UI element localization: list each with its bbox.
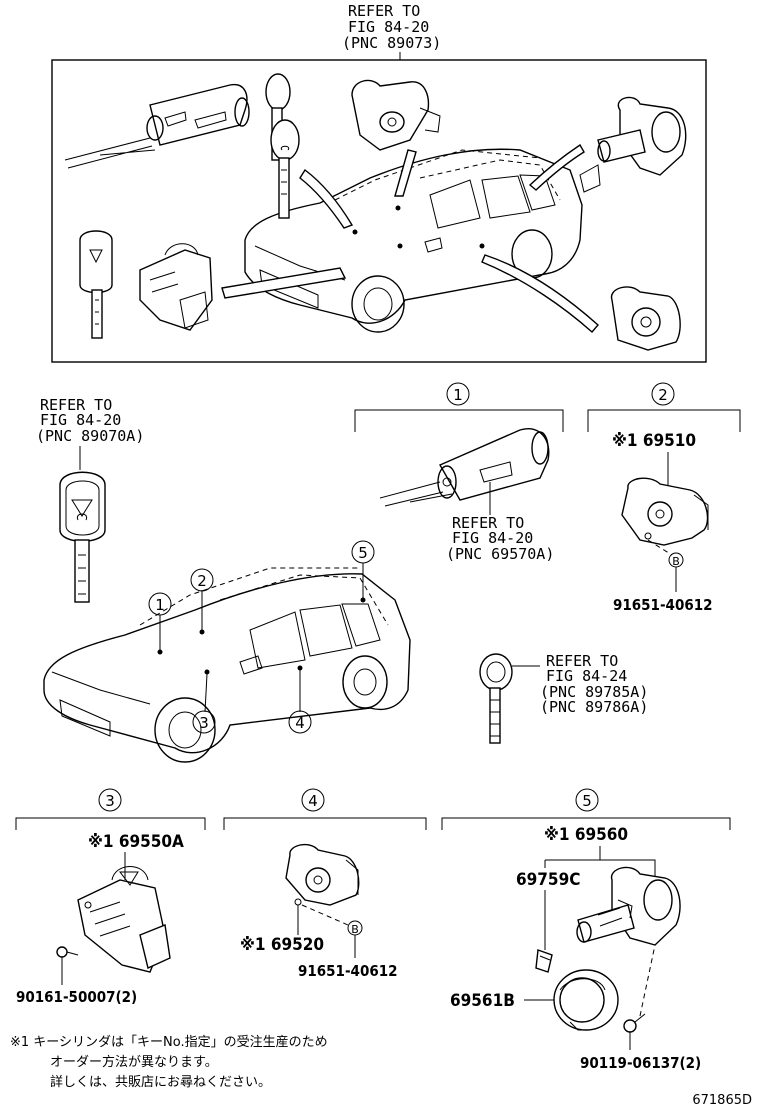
- clip-69759c: [535, 949, 553, 973]
- screw-90161: [56, 946, 79, 958]
- part-69560: ※1 69560: [544, 825, 628, 845]
- ref-top-line1: REFER TO: [348, 2, 420, 20]
- b-leader-4: [301, 904, 349, 926]
- ref-key-right-line4: (PNC 89786A): [540, 698, 648, 716]
- screw-90119: [623, 1013, 646, 1033]
- part-91651-a: 91651-40612: [613, 596, 713, 614]
- group-3-circle: [98, 788, 122, 812]
- part-69510: ※1 69510: [612, 431, 696, 451]
- group-3-backdoor-lock: [77, 866, 171, 973]
- ref-key-left-line1: REFER TO: [40, 396, 112, 414]
- smart-key-illustration: [59, 471, 106, 603]
- center-car-illustration: [43, 563, 411, 763]
- footnote-line1: ※1 キーシリンダは「キーNo.指定」の受注生産のため: [10, 1034, 328, 1050]
- ref-key-right-line2: FIG 84-24: [546, 667, 627, 685]
- ref-cyl1-line3: (PNC 69570A): [446, 545, 554, 563]
- car-callout-3-text: 3: [199, 714, 209, 732]
- group-1-bracket: [354, 409, 564, 432]
- circle-b-4-text: B: [351, 923, 359, 936]
- footnote: ※1 キーシリンダは「キーNo.指定」の受注生産のため オーダー方法が異なります…: [10, 1034, 328, 1090]
- group-5: 5: [441, 788, 731, 830]
- car-callout-4: 4: [288, 710, 312, 734]
- footnote-line3: 詳しくは、共販店にお尋ねください。: [50, 1074, 271, 1090]
- car-callout-1-text: 1: [155, 596, 165, 614]
- group-4-bracket: [223, 817, 427, 830]
- top-ignition-cylinder: [64, 83, 250, 169]
- group-3-number: 3: [105, 792, 115, 810]
- ref-cyl1-line1: REFER TO: [452, 514, 524, 532]
- group-1: 1: [354, 382, 564, 432]
- master-key-illustration: [479, 653, 513, 744]
- b-leader-2: [647, 539, 673, 556]
- group-3-bracket: [15, 817, 206, 830]
- group-5-bracket: [441, 817, 731, 830]
- p69560-leader: [544, 846, 656, 880]
- ref-key-left-line3: (PNC 89070A): [36, 427, 144, 445]
- car-callout-2-text: 2: [197, 572, 207, 590]
- group-2-door-cylinder: [621, 477, 709, 546]
- part-69520: ※1 69520: [240, 935, 324, 955]
- group-1-number: 1: [453, 386, 463, 404]
- footnote-line2: オーダー方法が異なります。: [50, 1054, 218, 1070]
- ref-top-line3: (PNC 89073): [342, 34, 441, 52]
- group-2-bracket: [587, 409, 741, 432]
- car-callout-1: 1: [148, 592, 172, 616]
- top-car-illustration: [221, 144, 599, 333]
- group-4-circle: [301, 788, 325, 812]
- car-callout-3: 3: [192, 710, 216, 734]
- top-key-pair: [265, 73, 300, 219]
- group-4: 4: [223, 788, 427, 830]
- group-5-circle: [575, 788, 599, 812]
- part-69550a: ※1 69550A: [88, 832, 184, 852]
- top-lower-right-lock: [610, 286, 681, 351]
- ref-key-right: REFER TO FIG 84-24 (PNC 89785A) (PNC 897…: [540, 652, 648, 716]
- ref-top-line2: FIG 84-20: [348, 18, 429, 36]
- group-2: 2: [587, 382, 741, 432]
- ref-cyl1-line2: FIG 84-20: [452, 529, 533, 547]
- part-69561b: 69561B: [450, 991, 515, 1011]
- group-5-number: 5: [582, 792, 592, 810]
- ref-key-left-line2: FIG 84-20: [40, 411, 121, 429]
- top-backdoor-lock: [139, 243, 213, 331]
- top-smart-key: [79, 230, 113, 339]
- ref-key-left: REFER TO FIG 84-20 (PNC 89070A): [36, 396, 144, 445]
- ref-key-right-line1: REFER TO: [546, 652, 618, 670]
- group-5-backdoor-cylinder: [576, 866, 681, 946]
- ref-key-right-line3: (PNC 89785A): [540, 683, 648, 701]
- part-69759c: 69759C: [516, 870, 580, 890]
- group-1-circle: [446, 382, 470, 406]
- car-callout-5-text: 5: [358, 544, 368, 562]
- group-4-door-cylinder: [285, 843, 360, 906]
- part-91651-b: 91651-40612: [298, 962, 398, 980]
- ref-cyl1: REFER TO FIG 84-20 (PNC 69570A): [446, 514, 554, 563]
- group-3: 3: [15, 788, 206, 830]
- car-callout-2: 2: [190, 568, 214, 592]
- group-2-circle: [651, 382, 675, 406]
- top-right-cylinder: [579, 96, 687, 193]
- circle-b-2-text: B: [672, 555, 680, 568]
- top-box: [51, 59, 707, 363]
- part-90161: 90161-50007(2): [16, 988, 137, 1006]
- ref-top: REFER TO FIG 84-20 (PNC 89073): [342, 2, 441, 52]
- top-door-lock-cylinder: [351, 79, 441, 151]
- group-1-ignition-cylinder: [379, 428, 550, 507]
- diagram-id: 671865D: [692, 1093, 752, 1108]
- p90119-dash: [639, 944, 656, 1017]
- car-callout-5: 5: [351, 540, 375, 564]
- car-callout-4-text: 4: [295, 714, 305, 732]
- cover-69561b: [553, 969, 619, 1031]
- part-90119: 90119-06137(2): [580, 1054, 701, 1072]
- group-2-number: 2: [658, 386, 668, 404]
- group-4-number: 4: [308, 792, 318, 810]
